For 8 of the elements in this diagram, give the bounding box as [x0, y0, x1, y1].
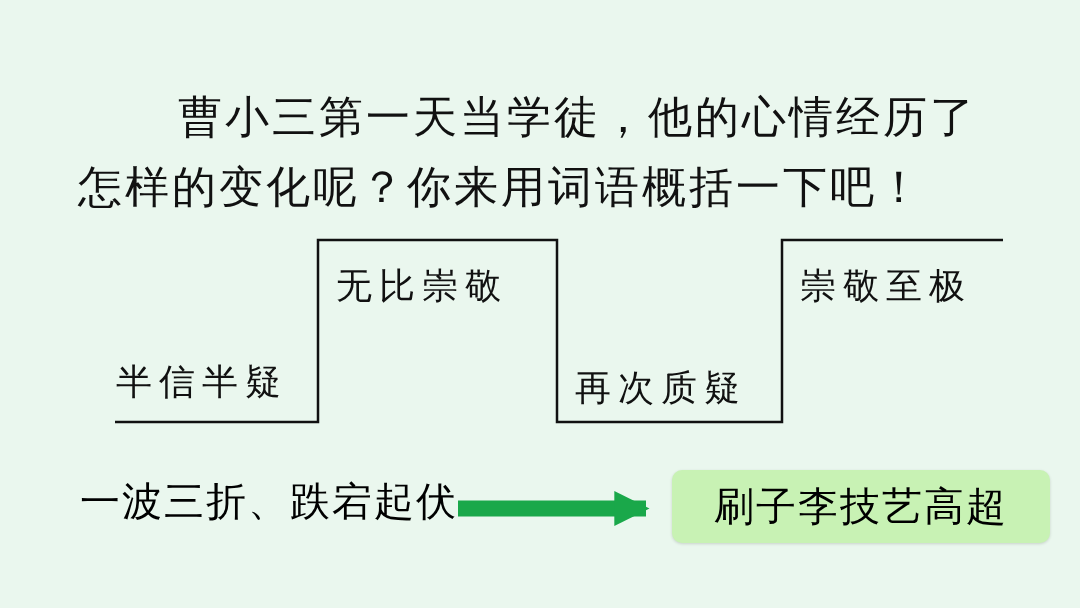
result-box: 刷子李技艺高超 [672, 470, 1050, 543]
step-label: 半信半疑 [116, 360, 288, 404]
step-label: 再次质疑 [575, 366, 747, 410]
arrow [458, 490, 650, 527]
question-text: 曹小三第一天当学徒，他的心情经历了怎样的变化呢？你来用词语概括一下吧！ [78, 90, 978, 214]
step-label: 无比崇敬 [336, 264, 508, 308]
summary-text: 一波三折、跌宕起伏 [80, 476, 458, 526]
step-label: 崇敬至极 [800, 264, 972, 308]
